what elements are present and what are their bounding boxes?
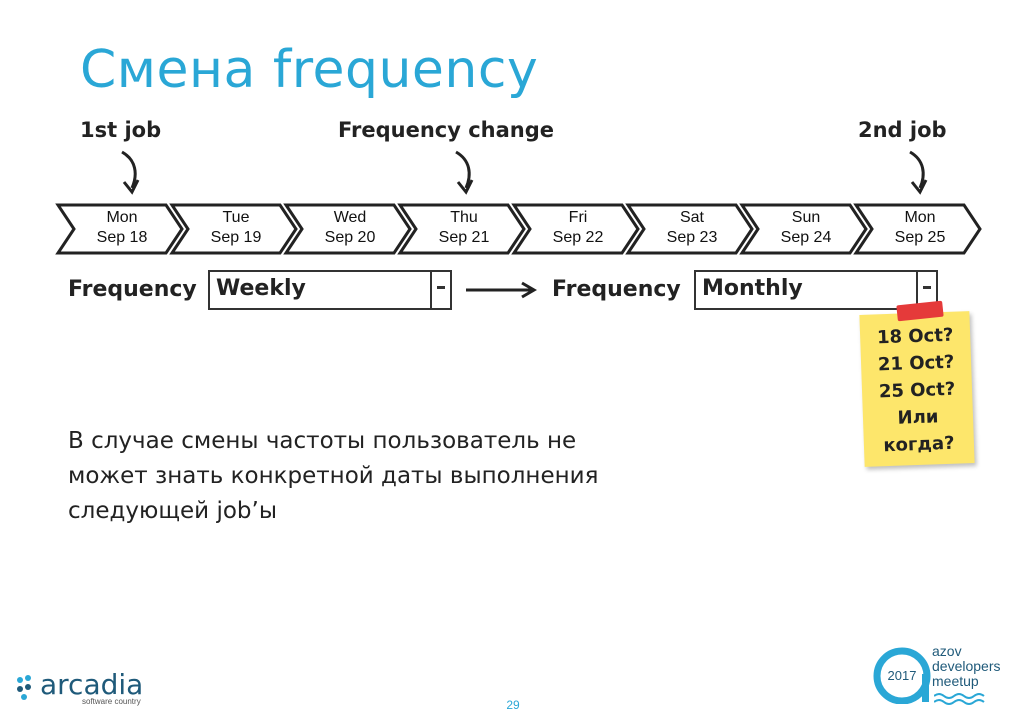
timeline-date: Sep 21 [438,229,490,246]
callout-frequency-change: Frequency change [338,118,555,142]
timeline-weekday: Wed [333,209,367,226]
body-text: В случае смены частоты пользователь не мо… [68,424,718,529]
logo-left-tagline: software country [82,697,141,706]
timeline-date: Sep 22 [552,229,604,246]
timeline-chevron [397,203,526,255]
curved-arrow-down-icon [909,150,928,195]
dropdown-arrow-icon[interactable] [430,272,450,308]
sticky-note: 18 Oct?21 Oct?25 Oct? Или когда? [859,311,975,467]
meetup-ring-icon [873,647,931,704]
curved-arrow-down-icon [455,150,474,195]
timeline-weekday: Mon [106,209,138,226]
body-text-line: может знать конкретной даты выполнения [68,463,599,489]
timeline-chevron [853,203,982,255]
timeline-date: Sep 24 [780,229,832,246]
azov-meetup-logo: 2017 azov developers meetup [872,640,1012,712]
frequency-dropdown-monthly[interactable]: Monthly [694,270,938,310]
sticky-note-line: когда? [883,432,955,457]
sticky-note-line: Или [897,406,939,429]
timeline-weekday: Mon [904,209,936,226]
sticky-note-text: 18 Oct?21 Oct?25 Oct? Или когда? [860,321,975,460]
page-number: 29 [506,698,520,712]
timeline-date: Sep 25 [894,229,946,246]
dropdown-value: Monthly [702,276,803,301]
body-text-line: следующей job’ы [68,498,277,524]
logo-word: developers [932,658,1001,674]
timeline-weekday: Tue [222,209,250,226]
timeline-chevron [283,203,412,255]
dropdown-value: Weekly [216,276,306,301]
sticky-note-line: 25 Oct? [878,378,956,403]
frequency-label-before: Frequency [68,277,197,302]
timeline-chevron [55,203,184,255]
timeline-date: Sep 18 [96,229,148,246]
frequency-label-after: Frequency [552,277,681,302]
callout-first-job: 1st job [80,118,162,142]
arrow-right-icon [466,281,537,299]
callout-second-job: 2nd job [858,118,947,142]
body-text-line: В случае смены частоты пользователь не [68,428,577,454]
timeline-date: Sep 19 [210,229,262,246]
timeline-chevron [625,203,754,255]
slide-title: Смена frequency [80,40,539,100]
timeline-chevrons [55,203,982,255]
arcadia-logo: arcadia software country [14,668,154,708]
timeline-weekday: Sun [791,209,821,226]
sticky-note-line: 21 Oct? [877,351,955,376]
logo-year: 2017 [887,668,917,683]
frequency-dropdown-weekly[interactable]: Weekly [208,270,452,310]
timeline-chevron [739,203,868,255]
sticky-note-line: 18 Oct? [876,324,954,349]
curved-arrow-down-icon [121,150,140,195]
timeline-weekday: Sat [679,209,704,226]
waves-icon [934,693,985,705]
timeline-weekday: Thu [450,209,478,226]
dropdown-arrow-icon[interactable] [916,272,936,308]
timeline-chevron [169,203,298,255]
logo-word: meetup [932,673,979,689]
timeline-chevron [511,203,640,255]
timeline-weekday: Fri [568,209,588,226]
timeline-date: Sep 23 [666,229,718,246]
arcadia-mark-icon [17,675,31,700]
logo-left-name: arcadia [40,668,144,701]
timeline-date: Sep 20 [324,229,376,246]
logo-word: azov [932,643,962,659]
